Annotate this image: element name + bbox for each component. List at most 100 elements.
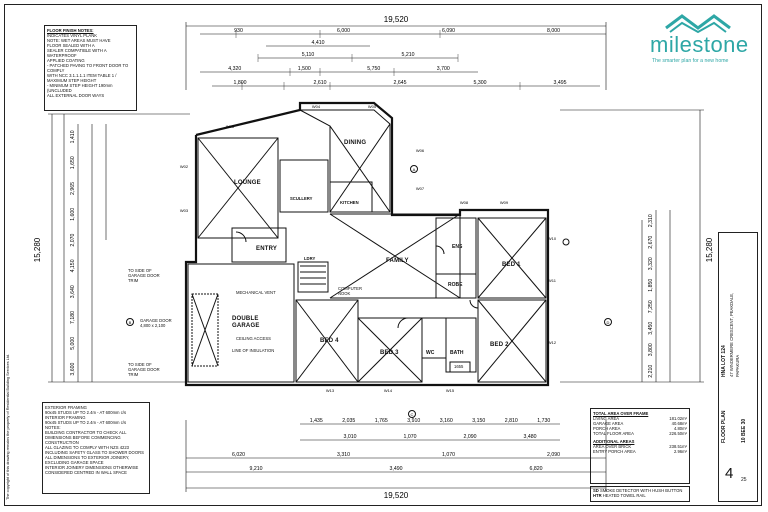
window-code-label: W09 bbox=[500, 200, 509, 205]
room-kitchen: KITCHEN bbox=[340, 200, 359, 205]
brand-name: milestone bbox=[650, 32, 749, 57]
window-code-label: W02 bbox=[180, 164, 189, 169]
dim-bottom-row1-label: 3,910 bbox=[407, 418, 420, 424]
dim-left-label: 1,410 bbox=[70, 130, 76, 143]
dim-right-label: 2,670 bbox=[648, 236, 654, 249]
window-code-label: W05 bbox=[368, 104, 377, 109]
dim-left-label: 3,640 bbox=[70, 285, 76, 298]
framing-note-line: NOTES: bbox=[45, 425, 61, 430]
building-outline bbox=[184, 101, 550, 387]
dim-bottom-row1-label: 3,160 bbox=[440, 418, 453, 424]
sheet-border bbox=[4, 4, 762, 506]
legend-label: HEATED TOWEL RAIL bbox=[602, 493, 646, 498]
framing-note-line: EXCLUDING GARAGE SPACE bbox=[45, 460, 104, 465]
section-marker-c: C bbox=[411, 412, 414, 417]
area-value: 2.96m² bbox=[673, 449, 687, 454]
dim-bottom-row4-label: 3,490 bbox=[390, 466, 403, 472]
brand-tagline: The smarter plan for a new home bbox=[652, 58, 729, 64]
dim-top-row4-label: 1,500 bbox=[298, 66, 311, 72]
legend-item: SD SMOKE DETECTOR WITH HUSH BUTTON bbox=[593, 488, 687, 493]
dim-left-label: 2,965 bbox=[70, 182, 76, 195]
window-code-label: W01 bbox=[226, 124, 235, 129]
room-garage: DOUBLE GARAGE bbox=[232, 316, 260, 329]
label-ceiling-access: CEILING ACCESS bbox=[236, 336, 271, 341]
dim-left-label: 1,650 bbox=[70, 156, 76, 169]
framing-note-line: CONSIDERED CENTRED IN WALL SPACE bbox=[45, 470, 127, 475]
dim-bottom-row1-label: 1,765 bbox=[375, 418, 388, 424]
window-code-label: W07 bbox=[416, 186, 425, 191]
room-entry: ENTRY bbox=[256, 246, 278, 252]
dim-left-label: 3,600 bbox=[70, 362, 76, 375]
dim-bottom-row1-label: 3,150 bbox=[472, 418, 485, 424]
dim-top-row4-label: 3,700 bbox=[437, 66, 450, 72]
area-value: 40.68m² bbox=[671, 421, 687, 426]
dim-left-label: 7,180 bbox=[70, 311, 76, 324]
room-bed3: BED 3 bbox=[380, 350, 399, 356]
window-code-label: W06 bbox=[416, 148, 425, 153]
floor-finish-line: - MINIMUM STEP HEIGHT 190mm (UNCLUDED bbox=[47, 83, 113, 93]
floor-finish-line: FLOOR SEALED WITH A bbox=[47, 43, 95, 48]
room-bed2: BED 2 bbox=[490, 342, 509, 348]
legend-item: HTR HEATED TOWEL RAIL bbox=[593, 493, 687, 498]
window-code-label: W03 bbox=[180, 208, 189, 213]
framing-note-line: ALL GLAZING TO COMPLY WITH NZS 4223 bbox=[45, 445, 130, 450]
dim-top-row1-label: 930 bbox=[234, 28, 243, 34]
legend-symbol: SD bbox=[593, 488, 600, 493]
label-shower: 1655 bbox=[454, 364, 464, 369]
room-family: FAMILY bbox=[386, 258, 409, 264]
window-code-label: W08 bbox=[460, 200, 469, 205]
dim-top-row5-label: 2,645 bbox=[394, 80, 407, 86]
dim-bottom-row2-label: 2,090 bbox=[464, 434, 477, 440]
sheet-total: 25 bbox=[741, 477, 747, 483]
framing-note-line: ALL DIMENSIONS TO EXTERIOR JOINERY, bbox=[45, 455, 130, 460]
floor-finish-line: NOTE: WET AREAS MUST HAVE bbox=[47, 38, 111, 43]
overall-width-top: 19,520 bbox=[384, 15, 409, 24]
label-to-side-bottom: TO SIDE OF GARAGE DOOR TRIM bbox=[128, 362, 160, 377]
framing-note-line: EXTERIOR FRAMING bbox=[45, 405, 87, 410]
window-code-label: W12 bbox=[548, 340, 557, 345]
area-label: LIVING AREA bbox=[593, 416, 620, 421]
dim-bottom-row4-label: 6,820 bbox=[530, 466, 543, 472]
room-robe: ROBE bbox=[448, 282, 463, 288]
framing-note-line: BUILDING CONTRACTOR TO CHECK ALL bbox=[45, 430, 127, 435]
dim-right-label: 3,320 bbox=[648, 257, 654, 270]
framing-note-line: INTERIOR FRAMING bbox=[45, 415, 86, 420]
area-label: AREA OVER BRICK bbox=[593, 444, 632, 449]
label-garage-door: GARAGE DOOR 4,800 x 2,100 bbox=[140, 318, 172, 328]
dim-left-label: 4,150 bbox=[70, 259, 76, 272]
dim-bottom-row1-label: 2,810 bbox=[505, 418, 518, 424]
window-code-label: W15 bbox=[446, 388, 455, 393]
floor-finish-line: APPLIED COATING bbox=[47, 58, 85, 63]
dim-top-row1-label: 8,000 bbox=[547, 28, 560, 34]
overall-depth-left: 15,280 bbox=[33, 237, 42, 262]
additional-area-title: ADDITIONAL AREAS bbox=[593, 439, 635, 444]
dim-top-row1-label: 6,090 bbox=[442, 28, 455, 34]
brand-logo: milestone The smarter plan for a new hom… bbox=[644, 10, 754, 68]
area-value: 4.80m² bbox=[673, 426, 687, 431]
label-mechanical-vent: MECHANICAL VENT bbox=[236, 290, 276, 295]
dim-bottom-row3-label: 3,310 bbox=[337, 452, 350, 458]
room-dining: DINING bbox=[344, 140, 367, 146]
dim-bottom-row2-label: 3,480 bbox=[524, 434, 537, 440]
title-block: HNA LOT 124 47 WINDERMERE CRESCENT, PEAK… bbox=[718, 232, 758, 502]
area-value: 181.02m² bbox=[669, 416, 687, 421]
dim-right-label: 2,210 bbox=[648, 365, 654, 378]
room-computer-nook: COMPUTER NOOK bbox=[338, 286, 362, 296]
framing-note-line: 90x45 STUDS UP TO 2.4m - AT 600mm c/s bbox=[45, 420, 127, 425]
dim-right-label: 2,310 bbox=[648, 214, 654, 227]
section-marker-a: A bbox=[413, 167, 416, 172]
label-to-side-top: TO SIDE OF GARAGE DOOR TRIM bbox=[128, 268, 160, 283]
section-marker-b: B bbox=[129, 320, 132, 325]
dim-top-row1-label: 6,000 bbox=[337, 28, 350, 34]
room-lounge: LOUNGE bbox=[234, 180, 261, 186]
